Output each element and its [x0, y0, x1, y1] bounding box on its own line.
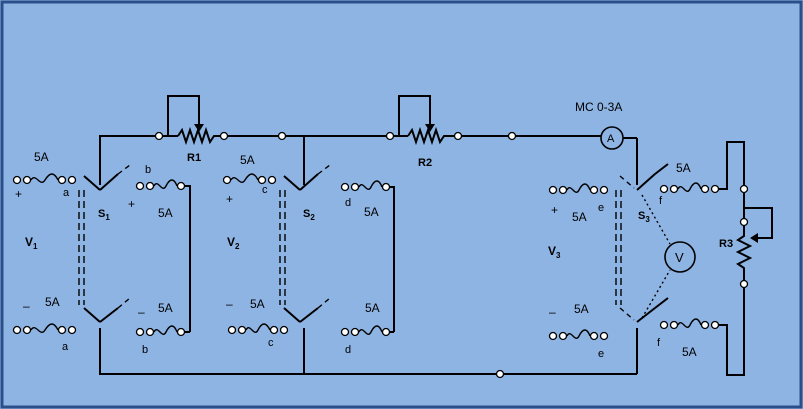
voltmeter-symbol: V: [675, 250, 684, 265]
label-5a-4: 5A: [364, 205, 379, 219]
minus-v3: –: [549, 305, 556, 319]
fuse-e-bottom: [548, 329, 609, 341]
fuse-e-top: [548, 183, 609, 195]
letter-b-top: b: [145, 164, 151, 176]
letter-c-top: c: [262, 184, 268, 196]
switch-s2: [279, 164, 331, 323]
letter-e-top: e: [598, 202, 604, 214]
rheostat-r1: [154, 95, 229, 146]
fuse-f-top: [659, 182, 720, 194]
letter-f-top: f: [659, 195, 663, 207]
plus-b-top: +: [128, 197, 135, 211]
letter-d-top: d: [345, 197, 351, 209]
switch-s3-label: S3: [638, 210, 650, 224]
plus-v1-top: +: [15, 187, 22, 201]
fuse-a-bottom: [12, 323, 77, 335]
label-5a-11: 5A: [574, 302, 589, 316]
fuse-b-top: [135, 179, 191, 332]
label-5a-1: 5A: [34, 150, 49, 164]
label-r3: R3: [719, 238, 733, 250]
label-r1: R1: [187, 152, 201, 164]
label-5a-6: 5A: [676, 161, 691, 175]
fuse-a-top: [12, 173, 77, 185]
fuse-b-bottom: [135, 325, 190, 337]
switch-s1: [78, 164, 131, 323]
bottom-wire: [99, 328, 638, 379]
fuse-d-top: [340, 180, 395, 332]
letter-a-bottom: a: [62, 341, 69, 353]
label-5a-3: 5A: [240, 153, 255, 167]
label-5a-2: 5A: [158, 206, 173, 220]
minus-b: –: [138, 305, 145, 319]
label-r2: R2: [418, 157, 432, 169]
switch-s1-label: S1: [98, 208, 110, 222]
plus-v2-top: +: [226, 192, 233, 206]
label-5a-12: 5A: [682, 345, 697, 359]
minus-v2: –: [226, 297, 233, 311]
ammeter: [600, 126, 638, 185]
label-meter: MC 0-3A: [575, 100, 622, 114]
label-5a-7: 5A: [45, 295, 60, 309]
label-5a-10: 5A: [365, 301, 380, 315]
minus-v1: –: [23, 299, 30, 313]
letter-f-bottom: f: [657, 337, 661, 349]
fuse-c-top: [222, 173, 277, 185]
source-v1-label: V1: [25, 235, 38, 251]
fuse-f-bottom: [659, 318, 720, 330]
letter-d-bottom: d: [345, 344, 351, 356]
rheostat-r2: [385, 95, 463, 146]
terminal-top-mid: [277, 131, 287, 141]
label-5a-8: 5A: [158, 301, 173, 315]
label-5a-5: 5A: [572, 210, 587, 224]
label-5a-9: 5A: [250, 297, 265, 311]
letter-e-bottom: e: [598, 348, 604, 360]
fuse-d-bottom: [340, 325, 394, 337]
letter-b-bottom: b: [142, 344, 148, 356]
switch-s3: [615, 163, 669, 323]
letter-c-bottom: c: [268, 337, 274, 349]
rheostat-r3-branch: [719, 141, 773, 376]
letter-a-top: a: [63, 187, 70, 199]
source-v3-label: V3: [548, 244, 561, 260]
ammeter-symbol: A: [607, 133, 615, 145]
terminal-top-right: [507, 131, 517, 141]
fuse-c-bottom: [227, 323, 289, 335]
switch-s2-label: S2: [303, 208, 315, 222]
plus-v3-top: +: [551, 203, 558, 217]
source-v2-label: V2: [227, 235, 240, 251]
voltmeter: [641, 194, 696, 319]
